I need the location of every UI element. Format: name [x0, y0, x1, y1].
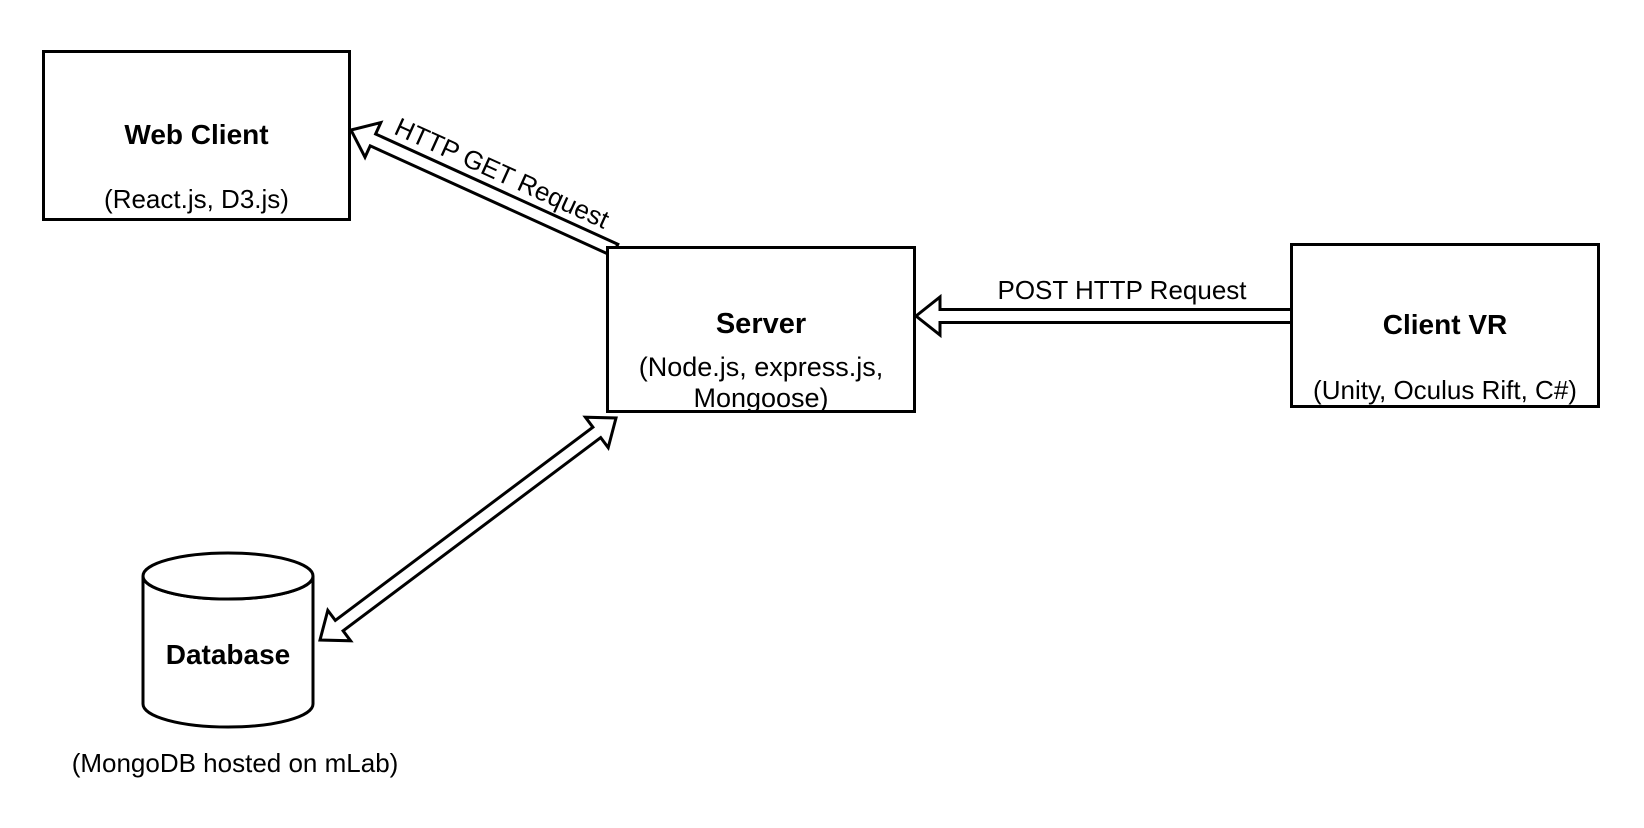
node-client-vr: Client VR (Unity, Oculus Rift, C#)	[1290, 243, 1600, 408]
node-web-client: Web Client (React.js, D3.js)	[42, 50, 351, 221]
node-server-subtitle: (Node.js, express.js, Mongoose)	[638, 352, 884, 413]
node-server-title: Server	[715, 308, 807, 340]
node-web-client-title: Web Client	[124, 119, 269, 150]
database-cylinder-top	[141, 551, 315, 601]
node-client-vr-subtitle: (Unity, Oculus Rift, C#)	[1313, 375, 1577, 405]
node-client-vr-title: Client VR	[1382, 309, 1508, 340]
http-post-arrow-label: POST HTTP Request	[997, 275, 1247, 305]
database-caption: (MongoDB hosted on mLab)	[71, 748, 399, 778]
node-database-title: Database	[165, 639, 291, 670]
node-server: Server (Node.js, express.js, Mongoose)	[606, 246, 916, 413]
db-server-arrow	[318, 415, 618, 643]
node-web-client-subtitle: (React.js, D3.js)	[104, 184, 289, 214]
